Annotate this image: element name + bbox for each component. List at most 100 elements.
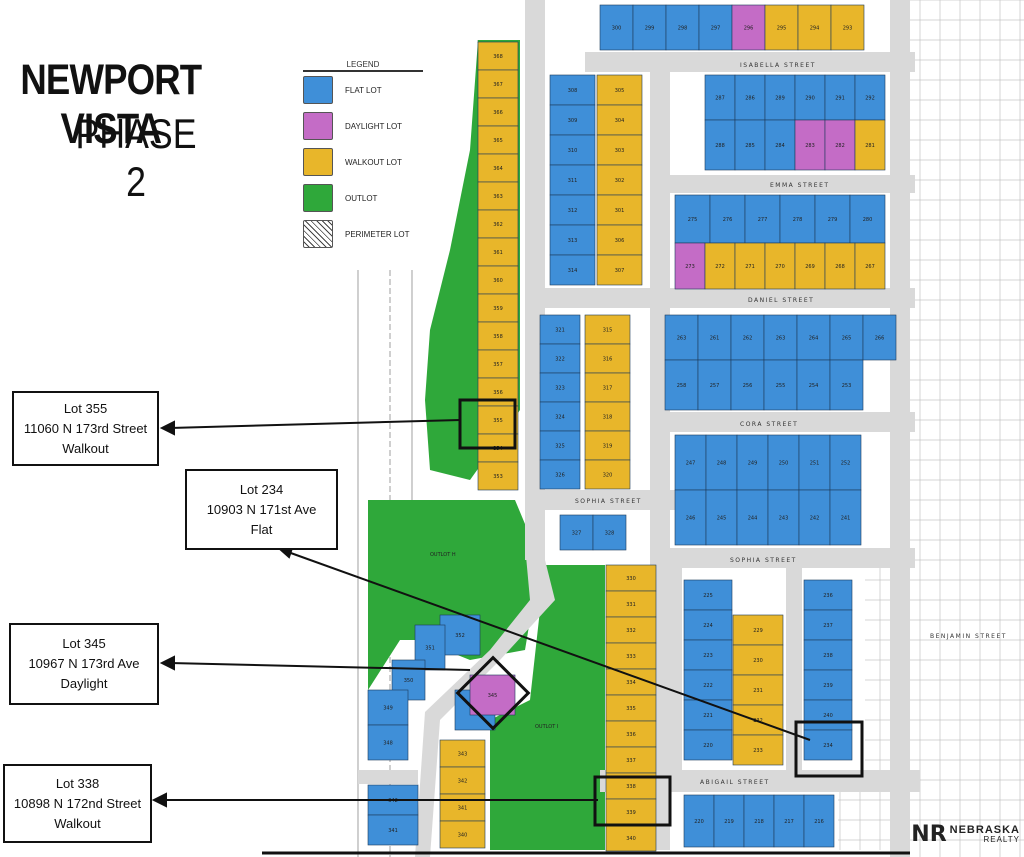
lot: 281 bbox=[854, 119, 886, 171]
perimeter-lot-swatch bbox=[303, 220, 333, 248]
lot-number: 365 bbox=[493, 138, 503, 144]
lot: 284 bbox=[764, 119, 796, 171]
lot-number: 272 bbox=[715, 264, 725, 270]
lot: 367 bbox=[477, 69, 519, 99]
outlot-labels: OUTLOT H OUTLOT I bbox=[430, 552, 558, 730]
lot-number: 306 bbox=[615, 238, 625, 244]
lot: 314 bbox=[549, 254, 596, 286]
daylight-lot-swatch bbox=[303, 112, 333, 140]
lot-number: 350 bbox=[404, 678, 414, 684]
street-labels: ISABELLA STREET EMMA STREET DANIEL STREE… bbox=[575, 62, 1005, 786]
lot-number: 314 bbox=[568, 268, 578, 274]
lot: 287 bbox=[704, 74, 736, 121]
lot-number: 311 bbox=[568, 178, 578, 184]
lot-number: 229 bbox=[753, 628, 763, 634]
callout-lot-type: Walkout bbox=[54, 815, 101, 831]
lot: 247 bbox=[674, 434, 707, 491]
lot: 222 bbox=[683, 669, 733, 701]
lot: 301 bbox=[596, 194, 643, 226]
lot-number: 342 bbox=[458, 779, 468, 785]
lot: 318 bbox=[584, 401, 631, 432]
lot-number: 275 bbox=[688, 217, 698, 223]
lot-number: 258 bbox=[677, 383, 687, 389]
lot: 245 bbox=[705, 489, 738, 546]
lot-number: 253 bbox=[842, 383, 852, 389]
lot-number: 242 bbox=[810, 516, 820, 522]
highlight-lot-234 bbox=[794, 720, 864, 778]
lot: 304 bbox=[596, 104, 643, 136]
lot-number: 355 bbox=[493, 418, 503, 424]
lot: 289 bbox=[764, 74, 796, 121]
lot-number: 327 bbox=[572, 531, 582, 537]
lot-number: 256 bbox=[743, 383, 753, 389]
lot: 232 bbox=[732, 704, 784, 736]
lot-number: 309 bbox=[568, 118, 578, 124]
outlot-swatch bbox=[303, 184, 333, 212]
lot: 292 bbox=[854, 74, 886, 121]
lot-number: 323 bbox=[555, 386, 565, 392]
lot: 254 bbox=[796, 359, 831, 411]
lot-number: 220 bbox=[703, 743, 713, 749]
lot-number: 298 bbox=[678, 26, 688, 32]
lot-number: 356 bbox=[493, 390, 503, 396]
lot: 307 bbox=[596, 254, 643, 286]
lot: 246 bbox=[674, 489, 707, 546]
lot-number: 304 bbox=[615, 118, 625, 124]
lot-number: 234 bbox=[823, 743, 833, 749]
lot: 356 bbox=[477, 377, 519, 407]
lot-number: 332 bbox=[626, 628, 636, 634]
lot: 249 bbox=[736, 434, 769, 491]
lot-number: 269 bbox=[805, 264, 815, 270]
lot-number: 345 bbox=[488, 693, 498, 699]
callout-address: 10967 N 173rd Ave bbox=[28, 656, 140, 671]
lot-number: 255 bbox=[776, 383, 786, 389]
legend-item-outlot: OUTLOT bbox=[303, 180, 438, 216]
lot: 291 bbox=[824, 74, 856, 121]
lot-number: 282 bbox=[835, 143, 845, 149]
lot: 364 bbox=[477, 153, 519, 183]
lot-number: 251 bbox=[810, 461, 820, 467]
lot: 223 bbox=[683, 639, 733, 671]
lot: 286 bbox=[734, 74, 766, 121]
lot-number: 254 bbox=[809, 383, 819, 389]
lot-number: 237 bbox=[823, 623, 833, 629]
callout-lot-number: Lot 234 bbox=[239, 481, 284, 497]
lot-number: 341 bbox=[388, 828, 398, 834]
lot: 255 bbox=[763, 359, 798, 411]
lot: 313 bbox=[549, 224, 596, 256]
lot-number: 273 bbox=[685, 264, 695, 270]
lot-number: 315 bbox=[603, 328, 613, 334]
lot: 340 bbox=[605, 824, 657, 852]
lot-number: 326 bbox=[555, 473, 565, 479]
street-label-isabella: ISABELLA STREET bbox=[740, 62, 816, 69]
lot: 349 bbox=[367, 689, 409, 726]
lot: 230 bbox=[732, 644, 784, 676]
lot: 294 bbox=[797, 4, 832, 51]
brand-sub: REALTY bbox=[983, 834, 1020, 844]
lot: 271 bbox=[734, 242, 766, 290]
lot: 290 bbox=[794, 74, 826, 121]
lot: 257 bbox=[697, 359, 732, 411]
lot: 266 bbox=[862, 314, 897, 361]
legend-heading: LEGEND bbox=[303, 60, 423, 72]
lot-number: 222 bbox=[703, 683, 713, 689]
lot-number: 358 bbox=[493, 334, 503, 340]
lot: 219 bbox=[713, 794, 745, 848]
lot-number: 310 bbox=[568, 148, 578, 154]
street-label-daniel: DANIEL STREET bbox=[748, 297, 814, 304]
lot: 335 bbox=[605, 694, 657, 722]
callout-lot-338: Lot 338 10898 N 172nd Street Walkout bbox=[3, 764, 152, 843]
lot: 256 bbox=[730, 359, 765, 411]
lot: 306 bbox=[596, 224, 643, 256]
lot-number: 333 bbox=[626, 654, 636, 660]
lot-number: 340 bbox=[626, 836, 636, 842]
lot-number: 289 bbox=[775, 96, 785, 102]
lot-number: 363 bbox=[493, 194, 503, 200]
lot-number: 223 bbox=[703, 653, 713, 659]
outlot-i bbox=[490, 565, 605, 850]
lot-number: 360 bbox=[493, 278, 503, 284]
lot: 343 bbox=[439, 739, 486, 768]
lot-number: 351 bbox=[425, 646, 435, 652]
